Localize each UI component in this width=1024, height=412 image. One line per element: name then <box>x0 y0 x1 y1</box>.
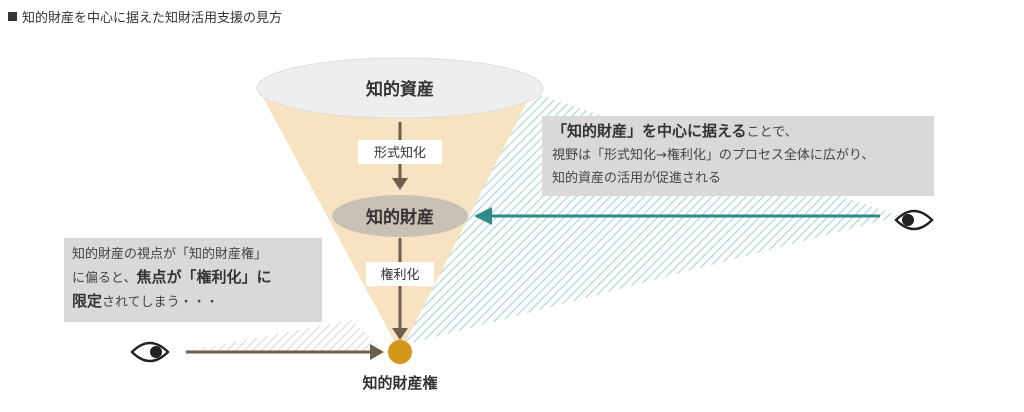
wide-view-arrow-head <box>474 207 492 225</box>
narrow-view-wedge <box>180 320 385 352</box>
narrow-view-callout: 知的財産の視点が「知的財産権」 に偏ると、焦点が「権利化」に 限定されてしまう・… <box>64 238 322 322</box>
title-text: 知的財産を中心に据えた知財活用支援の見方 <box>22 11 283 26</box>
right-eye-icon <box>894 209 934 231</box>
wide-view-line2: 視野は「形式知化→権利化」のプロセス全体に広がり、 <box>552 148 875 163</box>
narrow-view-arrow-head <box>370 344 384 360</box>
top-ellipse <box>256 57 544 119</box>
wide-view-line1: 「知的財産」を中心に据えることで、 <box>552 120 924 144</box>
bottom-label: 知的財産権 <box>362 374 437 392</box>
narrow-view-line3-rest: されてしまう・・・ <box>102 295 219 310</box>
narrow-view-line3: 限定されてしまう・・・ <box>72 290 314 314</box>
narrow-view-line2-plain: に偏ると、 <box>72 271 137 286</box>
step2-label-bg <box>366 262 434 286</box>
top-label: 知的資産 <box>365 79 434 100</box>
narrow-view-line1: 知的財産の視点が「知的財産権」 <box>72 247 268 262</box>
wide-view-wedge <box>404 92 900 345</box>
rights-arrow-head <box>392 328 408 340</box>
wide-view-line3: 知的資産の活用が促進される <box>552 171 722 186</box>
wide-view-emphasis: 「知的財産」を中心に据える <box>552 122 747 140</box>
step1-label: 形式知化 <box>374 145 426 161</box>
wide-view-callout: 「知的財産」を中心に据えることで、 視野は「形式知化→権利化」のプロセス全体に広… <box>542 116 934 196</box>
middle-label: 知的財産 <box>365 207 434 228</box>
diagram-title: 知的財産を中心に据えた知財活用支援の見方 <box>8 7 282 26</box>
formalization-arrow-head <box>392 178 408 190</box>
title-square-icon <box>8 12 17 21</box>
narrow-view-emphasis2: 限定 <box>72 292 103 310</box>
middle-ellipse <box>332 195 468 237</box>
focus-dot <box>388 340 412 364</box>
narrow-view-line2: に偏ると、焦点が「権利化」に <box>72 266 314 290</box>
step1-label-bg <box>358 140 442 164</box>
wide-view-line1-rest: ことで、 <box>746 125 798 140</box>
narrow-view-emphasis: 焦点が「権利化」に <box>136 268 272 286</box>
step2-label: 権利化 <box>380 267 419 283</box>
left-eye-icon <box>130 341 170 363</box>
